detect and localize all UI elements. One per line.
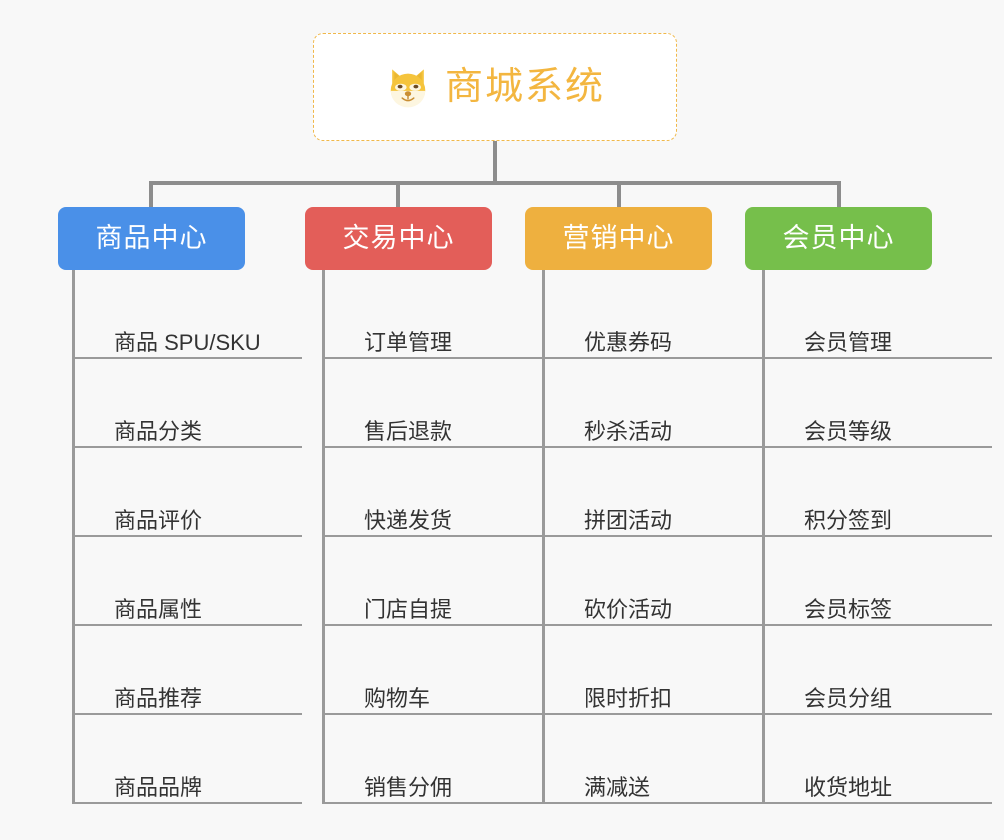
connector-drop-4 bbox=[837, 181, 841, 209]
leaf-label: 收货地址 bbox=[804, 774, 893, 800]
leaf-item[interactable]: 订单管理 bbox=[322, 270, 552, 359]
leaf-column-2: 订单管理 售后退款 快递发货 门店自提 购物车 销售分佣 bbox=[322, 270, 552, 804]
leaf-label: 商品 SPU/SKU bbox=[114, 329, 261, 355]
leaf-label: 商品品牌 bbox=[114, 774, 203, 800]
leaf-label: 积分签到 bbox=[804, 507, 893, 533]
leaf-label: 会员分组 bbox=[804, 685, 893, 711]
leaf-label: 订单管理 bbox=[364, 329, 453, 355]
category-box-4[interactable]: 会员中心 bbox=[745, 207, 932, 270]
leaf-label: 会员标签 bbox=[804, 596, 893, 622]
connector-drop-2 bbox=[396, 181, 400, 209]
category-box-3[interactable]: 营销中心 bbox=[525, 207, 712, 270]
leaf-item[interactable]: 会员分组 bbox=[762, 626, 992, 715]
leaf-label: 商品分类 bbox=[114, 418, 203, 444]
leaf-item[interactable]: 商品评价 bbox=[72, 448, 302, 537]
leaf-label: 门店自提 bbox=[364, 596, 453, 622]
leaf-label: 销售分佣 bbox=[364, 774, 453, 800]
category-label-1: 商品中心 bbox=[95, 223, 208, 253]
leaf-item[interactable]: 销售分佣 bbox=[322, 715, 552, 804]
leaf-trunk-3 bbox=[542, 270, 545, 804]
leaf-label: 拼团活动 bbox=[584, 507, 673, 533]
leaf-trunk-2 bbox=[322, 270, 325, 804]
leaf-item[interactable]: 商品属性 bbox=[72, 537, 302, 626]
leaf-trunk-1 bbox=[72, 270, 75, 804]
leaf-label: 满减送 bbox=[584, 774, 651, 800]
leaf-item[interactable]: 商品 SPU/SKU bbox=[72, 270, 302, 359]
root-title: 商城系统 bbox=[444, 66, 605, 108]
category-label-4: 会员中心 bbox=[782, 223, 895, 253]
leaf-item[interactable]: 门店自提 bbox=[322, 537, 552, 626]
category-label-3: 营销中心 bbox=[562, 223, 675, 253]
leaf-item[interactable]: 快递发货 bbox=[322, 448, 552, 537]
leaf-label: 限时折扣 bbox=[584, 685, 673, 711]
leaf-item[interactable]: 砍价活动 bbox=[542, 537, 772, 626]
leaf-item[interactable]: 购物车 bbox=[322, 626, 552, 715]
leaf-item[interactable]: 会员等级 bbox=[762, 359, 992, 448]
leaf-label: 商品属性 bbox=[114, 596, 203, 622]
connector-horizontal-bus bbox=[150, 181, 840, 185]
leaf-item[interactable]: 满减送 bbox=[542, 715, 772, 804]
leaf-label: 会员管理 bbox=[804, 329, 893, 355]
leaf-label: 购物车 bbox=[364, 685, 431, 711]
category-label-2: 交易中心 bbox=[342, 223, 455, 253]
leaf-item[interactable]: 售后退款 bbox=[322, 359, 552, 448]
leaf-label: 优惠券码 bbox=[584, 329, 673, 355]
dog-face-icon bbox=[385, 65, 431, 111]
leaf-label: 商品评价 bbox=[114, 507, 203, 533]
leaf-label: 会员等级 bbox=[804, 418, 893, 444]
category-box-1[interactable]: 商品中心 bbox=[58, 207, 245, 270]
leaf-label: 售后退款 bbox=[364, 418, 453, 444]
leaf-label: 砍价活动 bbox=[584, 596, 673, 622]
root-node[interactable]: 商城系统 bbox=[313, 33, 677, 141]
leaf-item[interactable]: 拼团活动 bbox=[542, 448, 772, 537]
leaf-item[interactable]: 商品推荐 bbox=[72, 626, 302, 715]
leaf-item[interactable]: 限时折扣 bbox=[542, 626, 772, 715]
connector-drop-1 bbox=[149, 181, 153, 209]
leaf-item[interactable]: 会员管理 bbox=[762, 270, 992, 359]
leaf-item[interactable]: 会员标签 bbox=[762, 537, 992, 626]
leaf-item[interactable]: 秒杀活动 bbox=[542, 359, 772, 448]
category-box-2[interactable]: 交易中心 bbox=[305, 207, 492, 270]
leaf-trunk-4 bbox=[762, 270, 765, 804]
leaf-label: 快递发货 bbox=[364, 507, 453, 533]
leaf-column-4: 会员管理 会员等级 积分签到 会员标签 会员分组 收货地址 bbox=[762, 270, 992, 804]
leaf-item[interactable]: 商品品牌 bbox=[72, 715, 302, 804]
leaf-item[interactable]: 商品分类 bbox=[72, 359, 302, 448]
leaf-column-1: 商品 SPU/SKU 商品分类 商品评价 商品属性 商品推荐 商品品牌 bbox=[72, 270, 302, 804]
connector-root-stem bbox=[493, 141, 497, 183]
leaf-item[interactable]: 收货地址 bbox=[762, 715, 992, 804]
leaf-item[interactable]: 优惠券码 bbox=[542, 270, 772, 359]
leaf-label: 商品推荐 bbox=[114, 685, 203, 711]
connector-drop-3 bbox=[617, 181, 621, 209]
leaf-item[interactable]: 积分签到 bbox=[762, 448, 992, 537]
leaf-column-3: 优惠券码 秒杀活动 拼团活动 砍价活动 限时折扣 满减送 bbox=[542, 270, 772, 804]
leaf-label: 秒杀活动 bbox=[584, 418, 673, 444]
